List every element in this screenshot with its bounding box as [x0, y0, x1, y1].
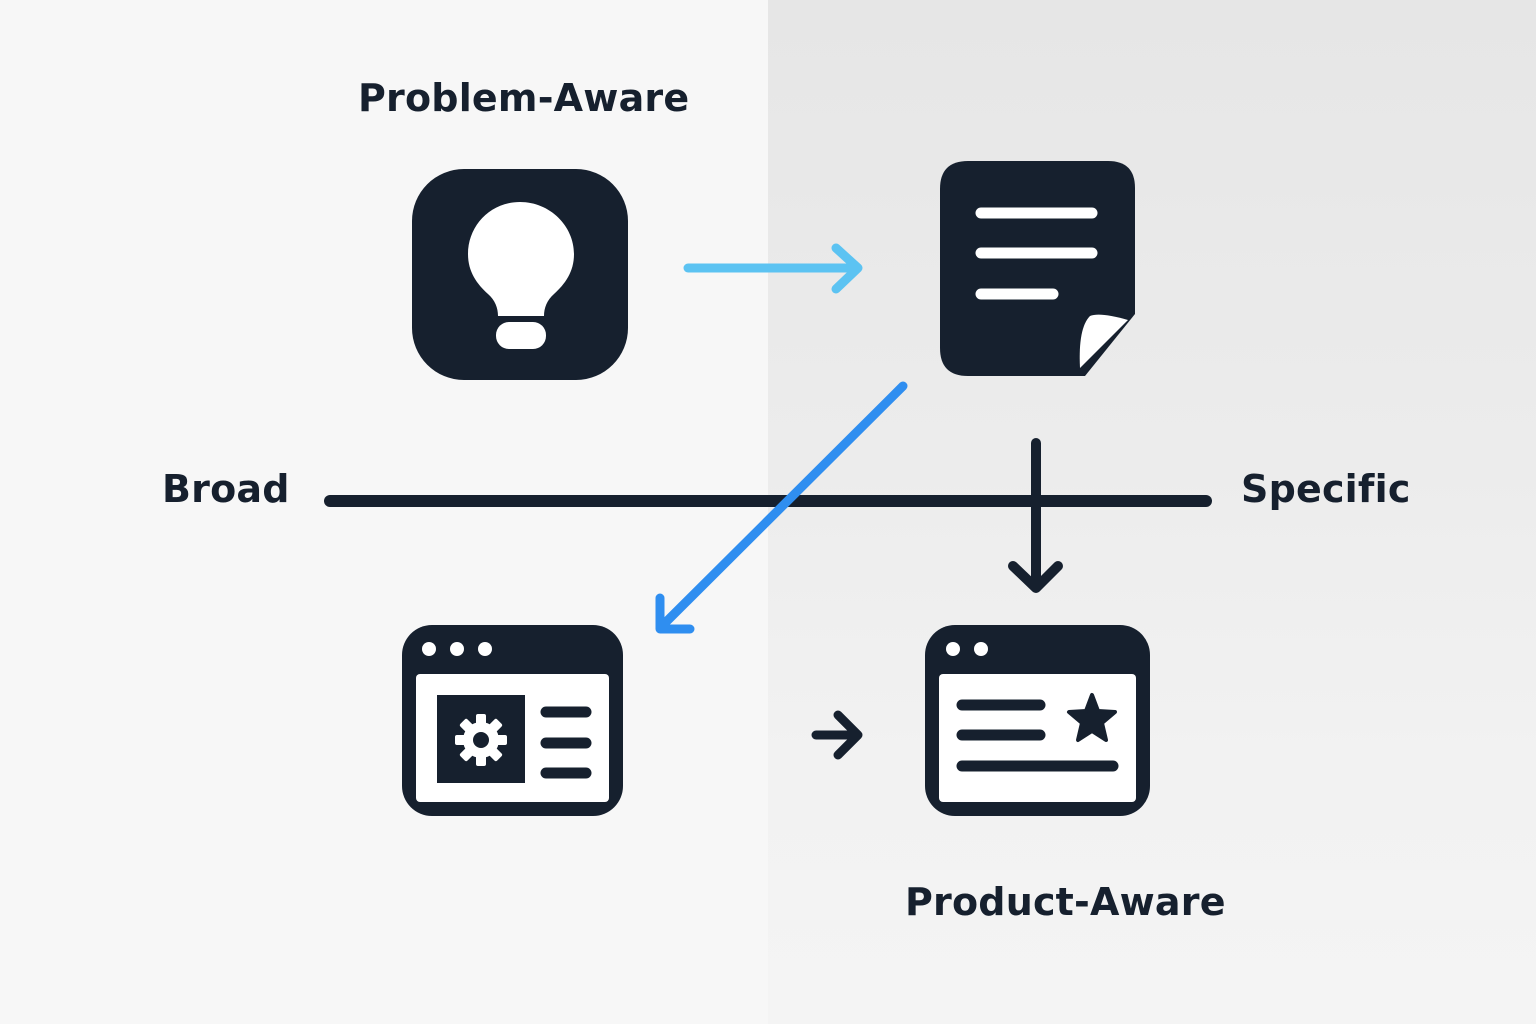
- background-left-panel: [0, 0, 768, 1024]
- specific-label: Specific: [1241, 467, 1411, 511]
- arrow-right-small: [811, 710, 863, 760]
- browser-featured-icon: [925, 625, 1150, 816]
- arrow-right-light-blue: [683, 243, 863, 294]
- broad-label: Broad: [162, 467, 290, 511]
- document-icon: [940, 161, 1135, 376]
- browser-settings-icon: [402, 625, 623, 816]
- arrow-down: [1008, 438, 1063, 593]
- arrow-diagonal-blue: [655, 381, 908, 634]
- background-right-panel: [768, 0, 1536, 1024]
- star-icon: [1067, 693, 1117, 742]
- problem-aware-label: Problem-Aware: [358, 76, 690, 120]
- product-aware-label: Product-Aware: [905, 880, 1226, 924]
- gear-icon: [455, 714, 507, 766]
- lightbulb-icon: [412, 169, 628, 380]
